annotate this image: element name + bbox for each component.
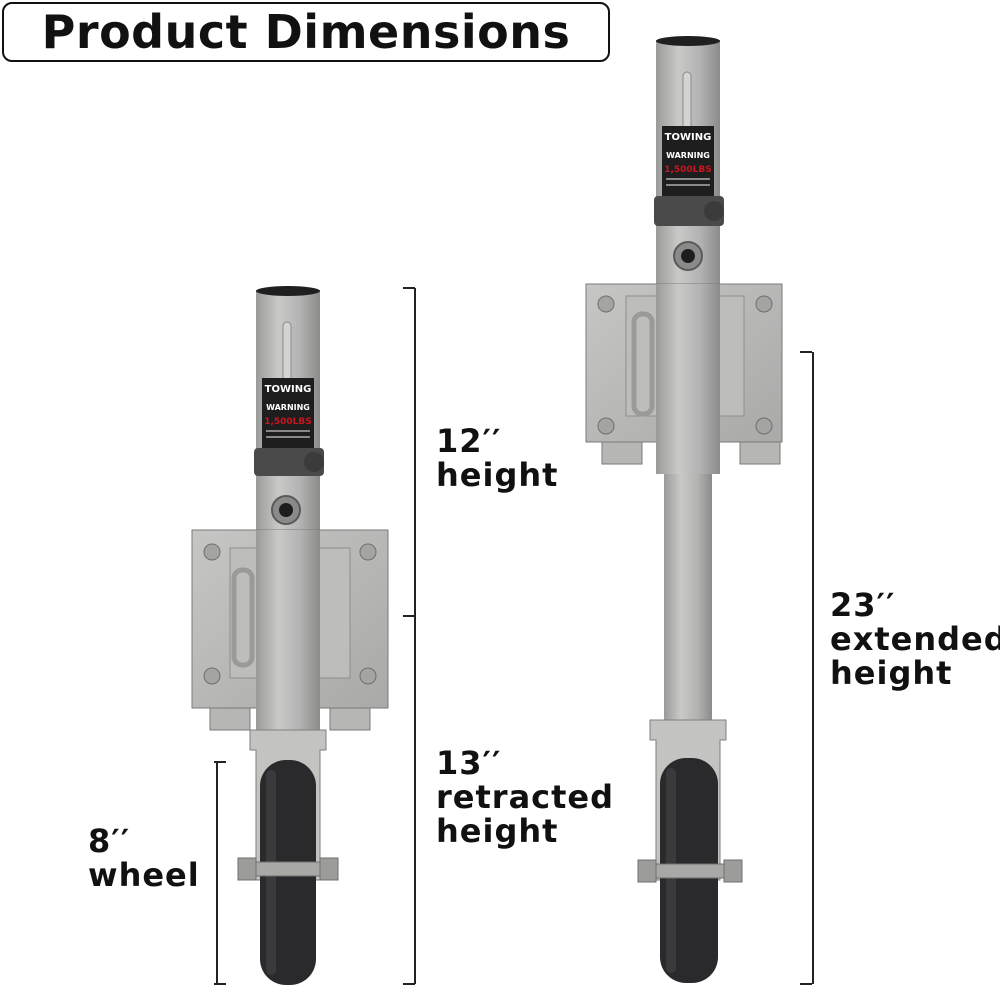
jack-extended-image: TOWING WARNING 1,500LBS <box>585 36 783 983</box>
label-23in-extended: 23′′ extended height <box>830 588 1000 690</box>
decal-warning-left: WARNING <box>266 403 310 412</box>
label-13in-retracted: 13′′ retracted height <box>436 746 614 848</box>
label-text: height <box>436 812 559 850</box>
label-12in-height: 12′′ height <box>436 424 558 492</box>
decal-capacity-left: 1,500LBS <box>264 417 312 427</box>
dimension-line-8in <box>216 762 218 984</box>
dimension-line-12in <box>414 288 416 616</box>
dimension-tick <box>403 287 415 289</box>
decal-warning-right: WARNING <box>666 151 710 160</box>
dimension-tick <box>800 351 812 353</box>
dimension-tick <box>800 983 812 985</box>
label-value: 8′′ <box>88 822 131 860</box>
dimension-tick <box>403 615 415 617</box>
page-title: Product Dimensions <box>41 5 571 59</box>
dimension-line-13in <box>414 616 416 984</box>
label-text: wheel <box>88 856 200 894</box>
label-value: 12′′ <box>436 422 502 460</box>
title-box: Product Dimensions <box>2 2 610 62</box>
label-8in-wheel: 8′′ wheel <box>88 824 200 892</box>
label-value: 13′′ <box>436 744 502 782</box>
jack-retracted-image: TOWING WARNING 1,500LBS <box>191 286 389 985</box>
label-text: height <box>830 654 953 692</box>
dimension-tick <box>214 761 226 763</box>
decal-capacity-right: 1,500LBS <box>664 165 712 175</box>
label-text: extended <box>830 620 1000 658</box>
decal-brand-left: TOWING <box>265 384 312 395</box>
dimension-tick <box>214 983 226 985</box>
dimension-line-23in <box>812 352 814 984</box>
label-value: 23′′ <box>830 586 896 624</box>
label-text: retracted <box>436 778 615 816</box>
dimension-tick <box>403 983 415 985</box>
label-text: height <box>436 456 559 494</box>
decal-brand-right: TOWING <box>665 132 712 143</box>
